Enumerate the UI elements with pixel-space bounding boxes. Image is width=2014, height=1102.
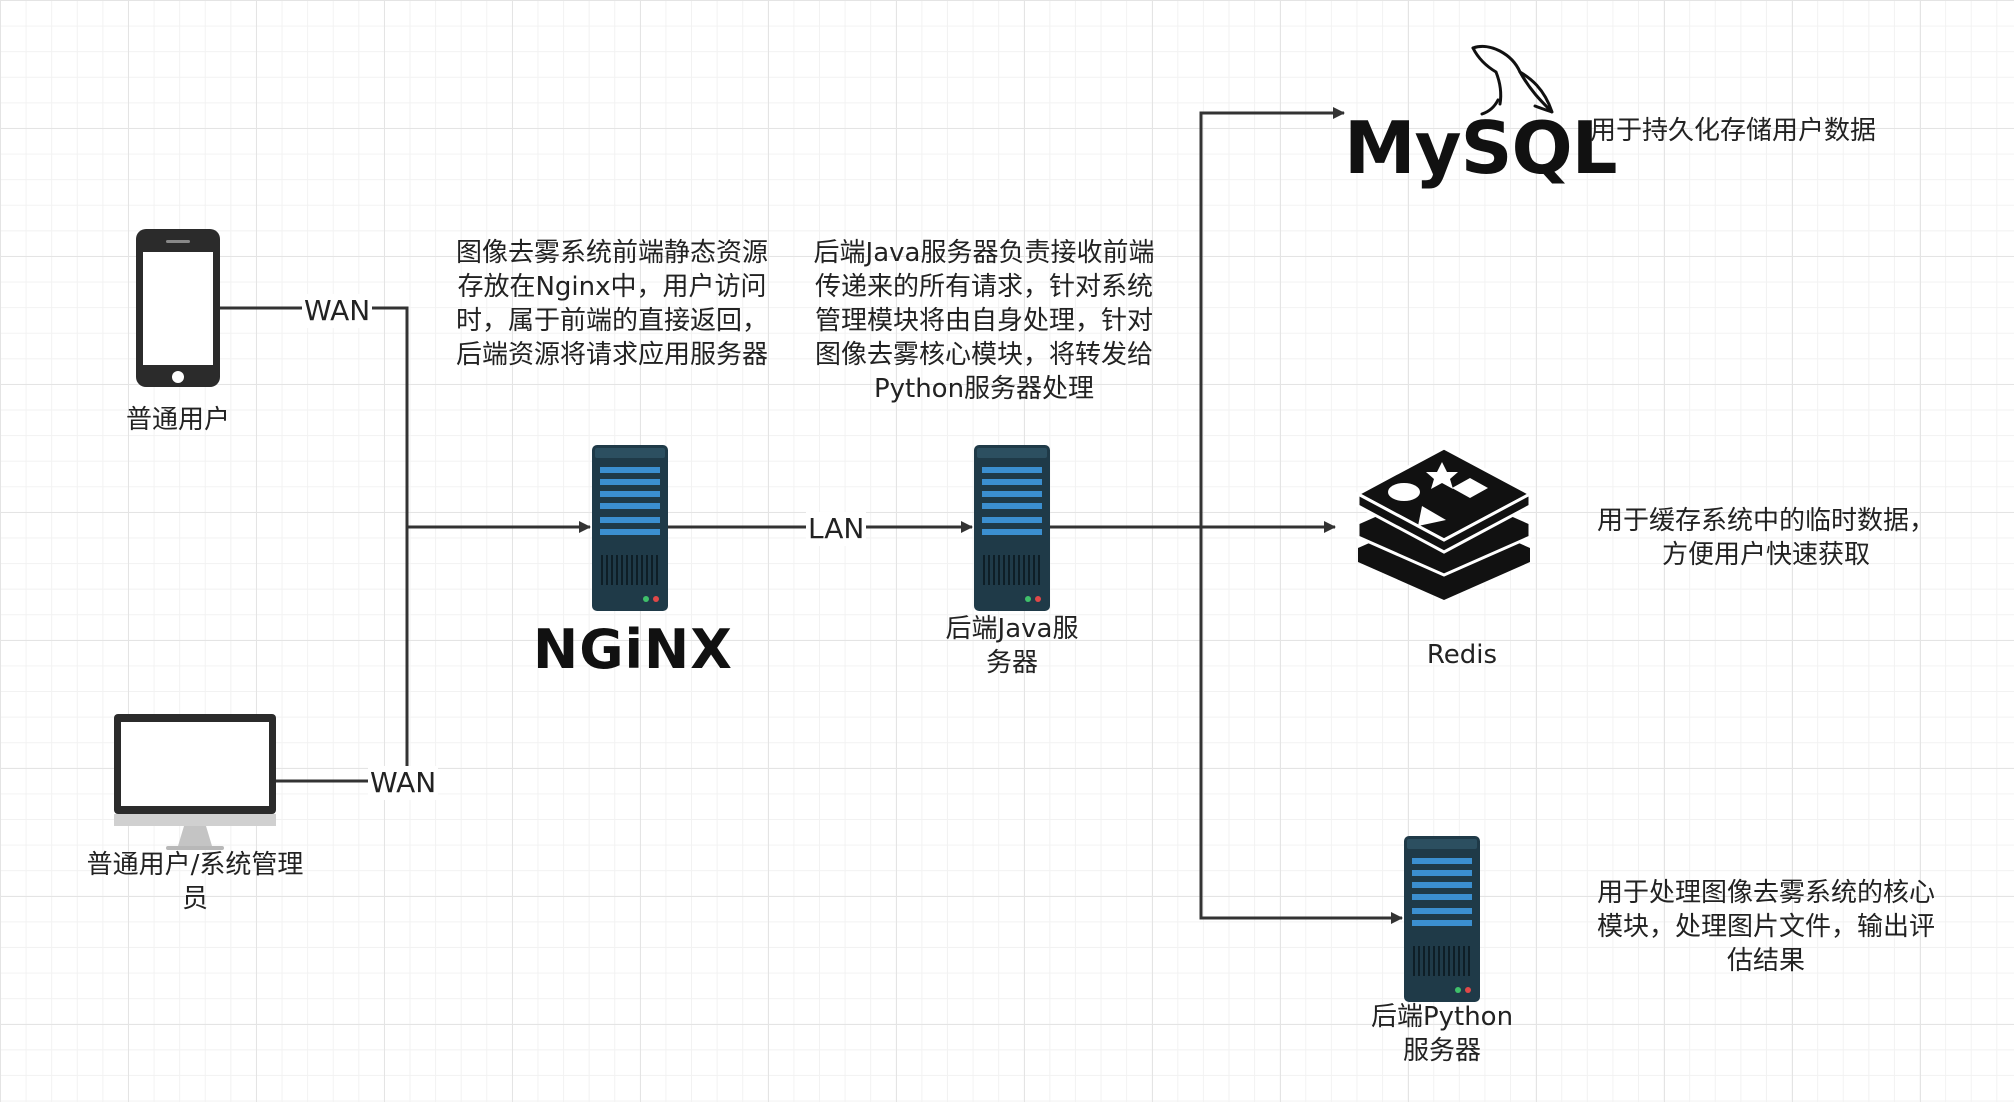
nginx-description: 图像去雾系统前端静态资源 存放在Nginx中，用户访问 时，属于前端的直接返回，… bbox=[455, 238, 768, 370]
mysql-description: 用于持久化存储用户数据 bbox=[1590, 116, 1877, 146]
mysql-dolphin-icon bbox=[1471, 45, 1554, 116]
mysql-logo: MySQL bbox=[1344, 106, 1618, 190]
redis-description: 用于缓存系统中的临时数据， 方便用户快速获取 bbox=[1596, 506, 1935, 570]
wan-label-top: WAN bbox=[302, 294, 373, 328]
python-server-label: 后端Python服务器 bbox=[1370, 1002, 1514, 1066]
edge-to-python bbox=[1199, 527, 1403, 924]
redis-logo-icon bbox=[1354, 446, 1534, 600]
java-description: 后端Java服务器负责接收前端 传递来的所有请求，针对系统 管理模块将由自身处理… bbox=[813, 238, 1155, 404]
lan-label: LAN bbox=[806, 512, 867, 546]
redis-label: Redis bbox=[1426, 640, 1498, 670]
nginx-server-icon bbox=[591, 444, 669, 612]
mobile-user-label: 普通用户 bbox=[125, 405, 230, 435]
wan-label-bottom: WAN bbox=[368, 766, 439, 800]
python-description: 用于处理图像去雾系统的核心 模块，处理图片文件，输出评 估结果 bbox=[1596, 878, 1935, 976]
nginx-logo: NGiNX bbox=[533, 618, 733, 681]
java-server-label: 后端Java服务器 bbox=[945, 614, 1079, 678]
edge-desktop-wan bbox=[276, 527, 409, 783]
desktop-monitor-icon bbox=[114, 714, 276, 850]
mobile-phone-icon bbox=[136, 229, 220, 387]
edge-mobile-wan bbox=[220, 306, 409, 527]
desktop-user-label: 普通用户/系统管理员 bbox=[86, 850, 304, 914]
java-server-icon bbox=[973, 444, 1051, 612]
python-server-icon bbox=[1403, 835, 1481, 1003]
edge-to-mysql bbox=[1199, 107, 1345, 527]
